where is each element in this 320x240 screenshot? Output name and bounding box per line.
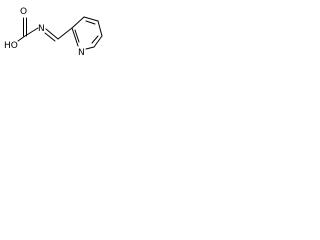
- ring-bond-n-c2: [71, 27, 79, 47]
- bond-c-oh: [17, 35, 26, 42]
- bond-c-n: [24, 27, 39, 37]
- molecule-diagram: O HO N N: [4, 7, 103, 58]
- bond-n-ch-double-b: [44, 32, 56, 42]
- structure-canvas: O HO N N: [0, 0, 117, 66]
- pyridine-nitrogen-label: N: [78, 48, 85, 58]
- ring-bond-c5-c6: [93, 35, 103, 48]
- hydroxyl-label: HO: [4, 41, 18, 51]
- ring-bond-c4-c5: [97, 20, 103, 37]
- bond-ch-ring: [57, 27, 73, 40]
- bond-n-ch-double-a: [45, 28, 59, 40]
- bonds: [17, 16, 103, 50]
- ring-bond-c2-c3: [71, 16, 85, 29]
- ring-bond-c6-n: [85, 46, 95, 50]
- imine-nitrogen-label: N: [38, 24, 45, 34]
- ring-double-c5-c6-inner: [91, 35, 99, 44]
- ring-double-n-c2-inner: [74, 29, 80, 43]
- ring-double-c3-c4-inner: [85, 20, 96, 25]
- carbonyl-oxygen-label: O: [20, 7, 27, 17]
- ring-bond-c3-c4: [83, 16, 99, 22]
